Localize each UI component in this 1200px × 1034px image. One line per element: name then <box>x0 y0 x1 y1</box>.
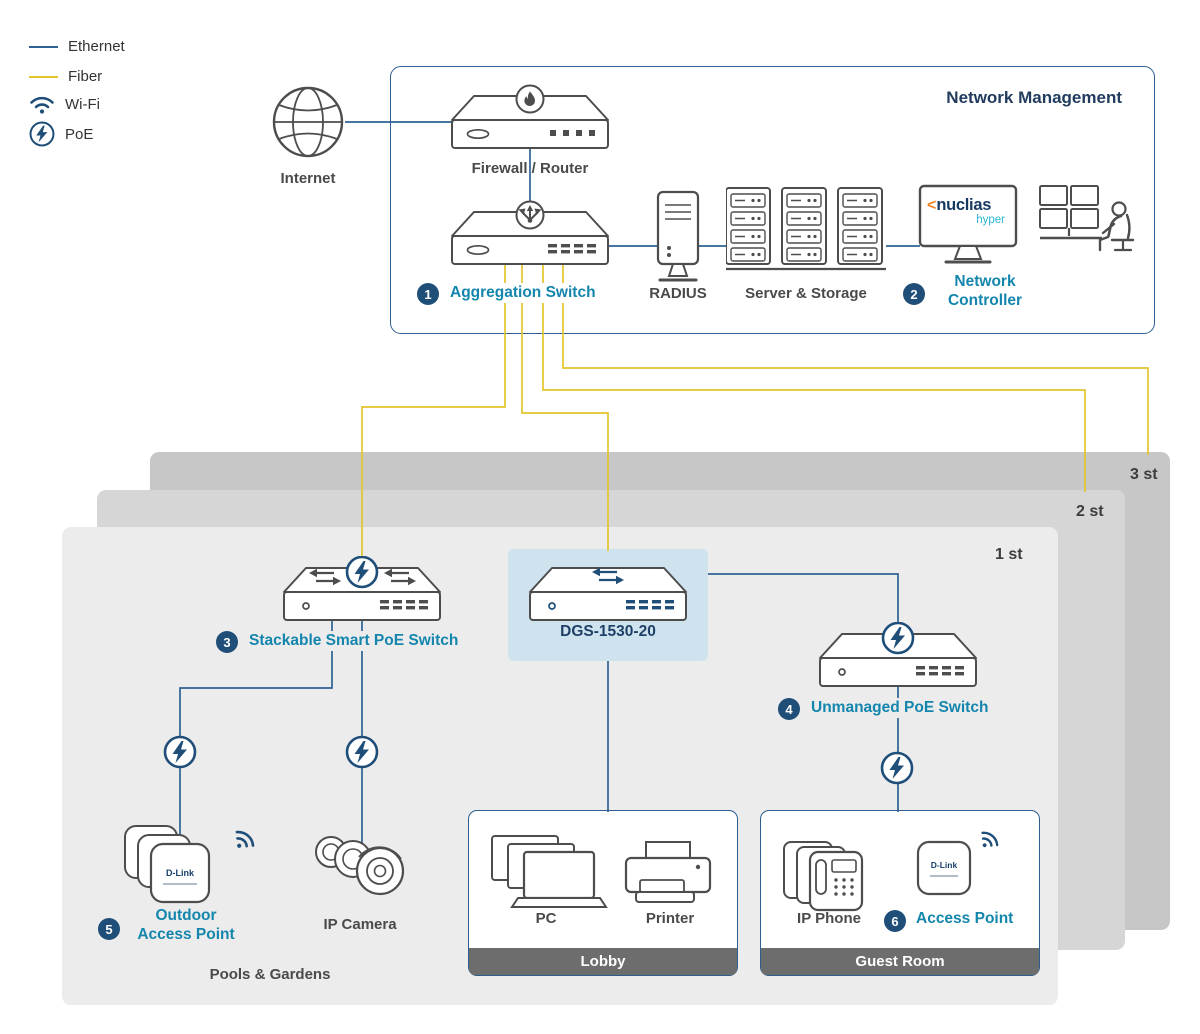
pc-label: PC <box>535 910 557 927</box>
network-controller-device: <nuclias hyper <box>918 184 1018 272</box>
legend-poe-label: PoE <box>65 125 94 143</box>
floor-1-label: 1 st <box>995 546 1023 563</box>
step-badge-2: 2 <box>903 283 925 305</box>
legend-ethernet: Ethernet <box>29 38 125 55</box>
guest-access-point-label: Access Point <box>916 910 1014 927</box>
nuclias-brand: nuclias <box>936 196 992 214</box>
pc-device <box>490 834 608 912</box>
legend-wifi-label: Wi-Fi <box>65 95 100 113</box>
stackable-poe-switch-device <box>282 556 442 628</box>
aggregation-switch-label: Aggregation Switch <box>446 283 600 303</box>
ethernet-line-icon <box>29 45 58 48</box>
pools-gardens-label: Pools & Gardens <box>209 966 331 983</box>
nuclias-tagline: hyper <box>976 214 1005 226</box>
guest-room-footer-label: Guest Room <box>761 948 1039 975</box>
legend-fiber: Fiber <box>29 68 102 85</box>
fiber-line-icon <box>29 75 58 78</box>
step-badge-4: 4 <box>778 698 800 720</box>
firewall-router-device <box>450 84 610 156</box>
step-badge-3: 3 <box>216 631 238 653</box>
poe-icon <box>881 622 915 655</box>
aggregation-switch-device <box>450 200 610 272</box>
network-controller-label: Network Controller <box>947 273 1023 310</box>
poe-icon <box>29 121 55 147</box>
ip-camera-device <box>310 826 412 904</box>
server-storage-label: Server & Storage <box>745 285 867 302</box>
unmanaged-switch-label: Unmanaged PoE Switch <box>807 698 993 718</box>
lobby-footer-label: Lobby <box>469 948 737 975</box>
poe-icon <box>163 735 197 769</box>
poe-icon <box>345 735 379 769</box>
dlink-logo: D-Link <box>931 860 958 870</box>
outdoor-access-point-device: D-Link <box>123 818 235 910</box>
step-badge-1: 1 <box>417 283 439 305</box>
legend-poe: PoE <box>29 121 93 147</box>
printer-device <box>624 840 714 908</box>
nuclias-logo: <nuclias hyper <box>927 197 1009 227</box>
poe-icon <box>345 556 379 589</box>
step-badge-5: 5 <box>98 918 120 940</box>
dgs-label: DGS-1530-20 <box>560 623 656 640</box>
floor-2-label: 2 st <box>1076 503 1104 520</box>
floor-3-label: 3 st <box>1130 466 1158 483</box>
internet-label: Internet <box>280 170 336 187</box>
dgs-1530-20-device <box>528 556 688 628</box>
internet-globe-icon <box>271 85 345 159</box>
legend-fiber-label: Fiber <box>68 68 103 85</box>
ip-camera-label: IP Camera <box>323 916 397 933</box>
dlink-logo: D-Link <box>166 868 195 878</box>
firewall-label: Firewall / Router <box>471 160 589 177</box>
ip-phone-label: IP Phone <box>797 910 861 927</box>
network-management-title: Network Management <box>946 88 1122 107</box>
wifi-icon <box>30 96 54 115</box>
server-storage-device <box>726 186 886 282</box>
legend-ethernet-label: Ethernet <box>68 38 125 55</box>
outdoor-access-point-label: Outdoor Access Point <box>137 907 235 944</box>
poe-icon <box>880 751 914 785</box>
stackable-switch-label: Stackable Smart PoE Switch <box>245 631 463 651</box>
nuclias-chevron: < <box>927 197 937 214</box>
operator-workstation-icon <box>1038 182 1138 274</box>
radius-label: RADIUS <box>649 285 707 302</box>
guest-access-point-device: D-Link <box>916 838 974 896</box>
step-badge-6: 6 <box>884 910 906 932</box>
printer-label: Printer <box>645 910 695 927</box>
unmanaged-poe-switch-device <box>818 622 978 694</box>
ip-phone-device <box>782 836 877 912</box>
radius-server-device <box>650 190 706 290</box>
legend-wifi: Wi-Fi <box>29 93 100 115</box>
